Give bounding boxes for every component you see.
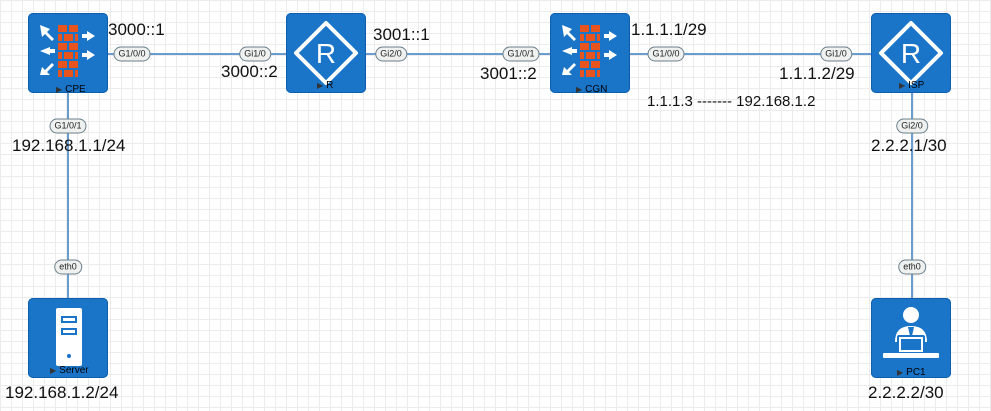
addr-server: 192.168.1.2/24 — [5, 383, 119, 402]
port-cpe-g101[interactable]: G1/0/1 — [49, 118, 87, 134]
pc1-label: ▶PC1 — [897, 367, 926, 378]
pc-user-icon — [883, 307, 939, 358]
nat-mapping: 1.1.1.3 ------- 192.168.1.2 — [647, 93, 816, 110]
cpe-device[interactable] — [28, 13, 108, 93]
addr-cgn-g100: 1.1.1.1/29 — [631, 20, 707, 39]
cgn-device[interactable] — [550, 13, 630, 93]
play-icon: ▶ — [56, 85, 63, 94]
addr-cpe-g101: 192.168.1.1/24 — [12, 136, 126, 155]
port-r-gi10[interactable]: Gi1/0 — [239, 46, 271, 62]
port-pc1-eth0[interactable]: eth0 — [898, 259, 926, 275]
isp-device[interactable]: R — [871, 13, 951, 93]
addr-isp-gi20: 2.2.2.1/30 — [871, 136, 947, 155]
addr-cgn-g101: 3001::2 — [480, 64, 537, 83]
isp-label: ▶ISP — [899, 80, 925, 91]
pc1-device[interactable] — [871, 298, 951, 378]
firewall-icon — [562, 25, 617, 77]
firewall-icon — [40, 25, 95, 77]
svg-text:R: R — [901, 38, 921, 69]
addr-r-gi10: 3000::2 — [221, 62, 278, 81]
play-icon: ▶ — [50, 366, 57, 375]
r-device[interactable]: R — [286, 13, 366, 93]
port-isp-gi20[interactable]: Gi2/0 — [896, 118, 928, 134]
port-cgn-g101[interactable]: G1/0/1 — [502, 46, 540, 62]
addr-cpe-g100: 3000::1 — [108, 20, 165, 39]
port-server-eth0[interactable]: eth0 — [54, 259, 82, 275]
play-icon: ▶ — [576, 85, 583, 94]
port-r-gi20[interactable]: Gi2/0 — [375, 46, 407, 62]
port-cpe-g100[interactable]: G1/0/0 — [113, 46, 151, 62]
port-isp-gi10[interactable]: Gi1/0 — [820, 46, 852, 62]
play-icon: ▶ — [899, 81, 906, 90]
addr-isp-gi10: 1.1.1.2/29 — [779, 64, 855, 83]
cgn-label: ▶CGN — [576, 84, 608, 95]
router-icon: R — [294, 21, 358, 85]
addr-r-gi20: 3001::1 — [373, 25, 430, 44]
addr-pc1: 2.2.2.2/30 — [868, 383, 944, 402]
play-icon: ▶ — [317, 81, 324, 90]
cpe-label: ▶CPE — [56, 84, 86, 95]
r-label: ▶R — [317, 80, 334, 91]
server-label: ▶Server — [50, 365, 89, 376]
port-cgn-g100[interactable]: G1/0/0 — [647, 46, 685, 62]
svg-text:R: R — [316, 38, 336, 69]
server-device[interactable] — [28, 298, 108, 378]
play-icon: ▶ — [897, 368, 904, 377]
server-icon — [56, 308, 82, 366]
router-icon: R — [879, 21, 943, 85]
